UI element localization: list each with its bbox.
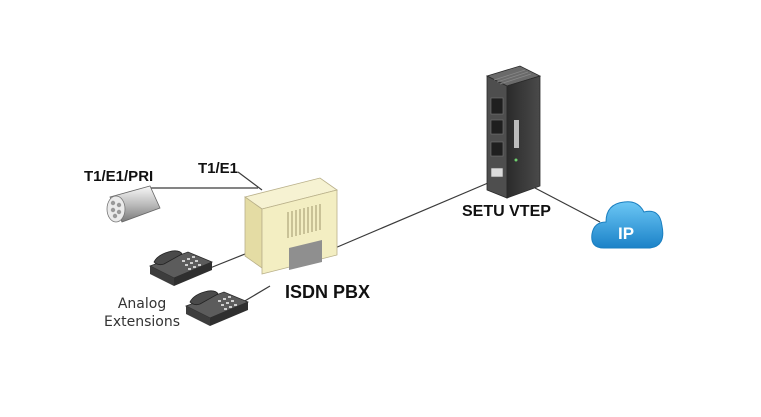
extensions-label: Analog Extensions <box>104 295 180 331</box>
cloud-icon <box>591 201 664 249</box>
network-label: IP <box>618 224 635 243</box>
cable-bundle-icon <box>106 185 161 223</box>
extensions-label-line1: Analog <box>117 296 167 312</box>
gateway-device-icon <box>485 65 542 199</box>
pbx-cabinet-icon <box>244 177 338 275</box>
pbx-panel <box>289 240 322 270</box>
trunk-link-line-slope <box>237 171 263 191</box>
desk-phone-icon <box>184 290 250 326</box>
pbx-vents <box>287 204 321 238</box>
pbx-label: ISDN PBX <box>285 282 371 302</box>
trunk-link-label: T1/E1 <box>198 160 239 177</box>
trunk-bundle-label: T1/E1/PRI <box>84 168 154 185</box>
connection-lines <box>150 171 601 306</box>
extensions-label-line2: Extensions <box>104 314 181 330</box>
vtep-to-ip-line <box>534 187 601 223</box>
desk-phone-icon <box>148 250 214 286</box>
pbx-to-vtep-line <box>334 182 489 249</box>
gateway-label: SETU VTEP <box>462 203 551 220</box>
